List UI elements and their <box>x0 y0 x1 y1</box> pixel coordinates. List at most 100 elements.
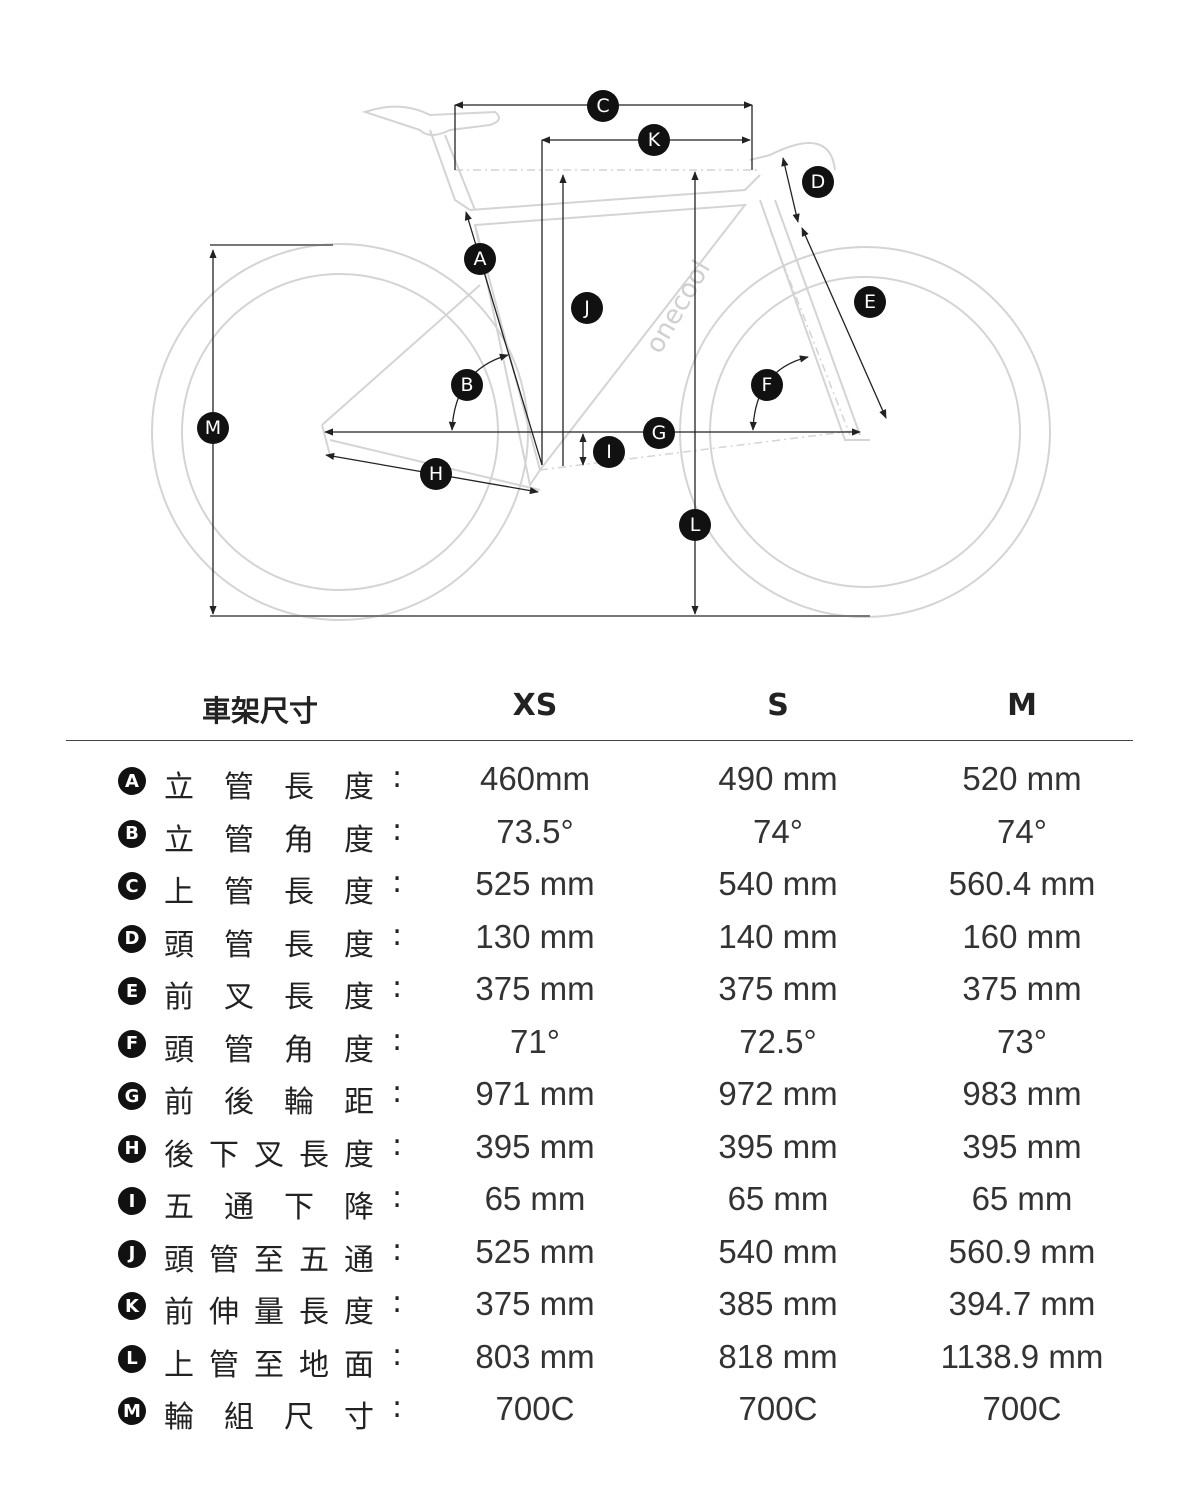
row-label-char: 下 <box>284 1190 314 1225</box>
value-s: 65 mm <box>727 1180 829 1217</box>
svg-text:G: G <box>652 422 667 444</box>
row-label-char: 叉 <box>224 980 254 1015</box>
marker-k: K <box>638 124 670 156</box>
svg-text:F: F <box>762 374 773 396</box>
row-label-char: 伸 <box>209 1295 239 1330</box>
value-xs: 71° <box>510 1022 560 1060</box>
value-s: 140 mm <box>718 917 838 955</box>
marker-c: C <box>587 90 619 122</box>
row-label-char: 降 <box>344 1190 374 1225</box>
value-m: 983 mm <box>962 1075 1082 1112</box>
value-m: 560.4 mm <box>948 865 1096 902</box>
row-label-char: 上 <box>164 1347 194 1383</box>
row-colon: : <box>392 1022 403 1058</box>
svg-text:J: J <box>583 297 590 319</box>
value-m: 375 mm <box>962 970 1082 1007</box>
value-s: 818 mm <box>718 1337 838 1375</box>
row-label-char: 度 <box>344 1137 374 1173</box>
value-m: 73° <box>997 1022 1047 1060</box>
size-header-s: S <box>767 688 789 723</box>
row-label-char: 管 <box>209 1242 239 1278</box>
row-label-char: 管 <box>224 875 254 910</box>
row-label-char: 頭 <box>164 927 194 963</box>
row-label: 上管長度 <box>164 867 374 911</box>
svg-text:I: I <box>606 441 612 463</box>
value-s: 540 mm <box>718 865 838 902</box>
svg-text:C: C <box>596 95 609 117</box>
row-label-char: 前 <box>164 1295 194 1330</box>
value-m: 74° <box>997 812 1047 850</box>
row-label-char: 管 <box>224 770 254 805</box>
row-colon: : <box>392 1232 403 1268</box>
row-colon: : <box>392 865 403 900</box>
row-badge: E <box>118 977 146 1005</box>
row-label: 立管角度 <box>164 815 374 859</box>
value-xs: 375 mm <box>475 970 595 1007</box>
row-label-char: 立 <box>164 770 194 805</box>
row-label-char: 五 <box>299 1242 329 1278</box>
row-label-char: 量 <box>254 1295 284 1330</box>
row-label: 前叉長度 <box>164 972 374 1016</box>
marker-i: I <box>593 436 625 468</box>
row-label-char: 前 <box>164 980 194 1015</box>
row-colon: : <box>392 760 403 795</box>
row-label-char: 度 <box>344 927 374 963</box>
row-label-char: 長 <box>299 1295 329 1330</box>
row-label-char: 面 <box>344 1347 374 1383</box>
row-colon: : <box>392 1337 403 1373</box>
svg-text:K: K <box>648 129 661 151</box>
svg-text:H: H <box>429 463 443 485</box>
row-label-char: 輪 <box>284 1085 314 1120</box>
row-badge: A <box>118 767 146 795</box>
value-xs: 130 mm <box>475 917 595 955</box>
row-label-char: 輪 <box>164 1400 194 1435</box>
row-label-char: 後 <box>224 1085 254 1120</box>
row-label-char: 度 <box>344 1295 374 1330</box>
row-label: 立管長度 <box>164 762 374 806</box>
saddle <box>361 105 500 136</box>
row-label: 前後輪距 <box>164 1077 374 1121</box>
row-badge: D <box>118 924 146 953</box>
row-label-char: 長 <box>284 927 314 963</box>
svg-text:A: A <box>474 248 487 270</box>
value-xs: 460mm <box>479 760 591 797</box>
row-label-char: 後 <box>164 1137 194 1173</box>
row-label-char: 長 <box>284 980 314 1015</box>
marker-f: F <box>751 369 783 401</box>
marker-e: E <box>854 286 886 318</box>
value-m: 560.9 mm <box>948 1232 1096 1270</box>
svg-text:E: E <box>864 291 876 313</box>
size-header-m: M <box>1007 688 1037 723</box>
brand-logo: onecool <box>640 255 717 358</box>
row-label-char: 長 <box>284 770 314 805</box>
row-label-char: 前 <box>164 1085 194 1120</box>
table-title: 車架尺寸 <box>201 694 318 728</box>
row-label-char: 組 <box>224 1400 254 1435</box>
row-badge: F <box>118 1029 146 1058</box>
row-label-char: 管 <box>224 1032 254 1068</box>
svg-text:L: L <box>690 514 701 536</box>
row-badge: K <box>118 1292 146 1320</box>
value-s: 74° <box>753 812 803 850</box>
value-s: 385 mm <box>718 1285 838 1322</box>
row-badge: C <box>118 872 146 900</box>
row-badge: L <box>118 1344 146 1373</box>
row-label-char: 長 <box>284 875 314 910</box>
marker-m: M <box>197 412 229 444</box>
value-s: 395 mm <box>718 1127 838 1165</box>
row-colon: : <box>392 1285 403 1320</box>
value-s: 72.5° <box>739 1022 817 1060</box>
row-label-char: 管 <box>209 1347 239 1383</box>
row-badge: I <box>118 1187 146 1215</box>
value-s: 540 mm <box>718 1232 838 1270</box>
value-xs: 971 mm <box>475 1075 595 1112</box>
svg-text:B: B <box>460 374 473 396</box>
value-m: 160 mm <box>962 917 1082 955</box>
